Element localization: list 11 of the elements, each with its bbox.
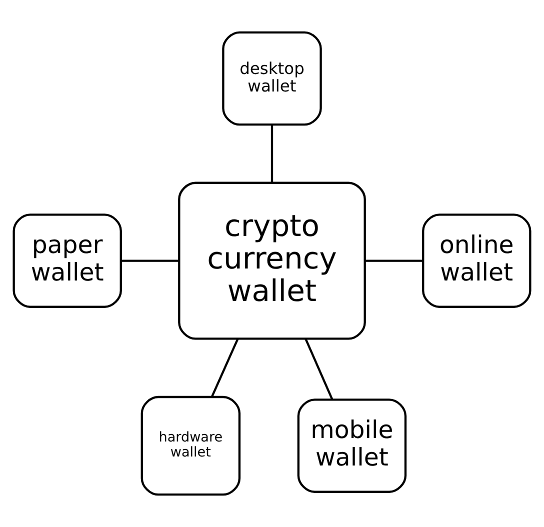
node-box: crypto currency wallet bbox=[178, 182, 366, 340]
connector bbox=[120, 260, 179, 262]
connector bbox=[270, 124, 274, 183]
node-box: mobile wallet bbox=[297, 398, 407, 493]
connector bbox=[210, 338, 239, 398]
node-box: paper wallet bbox=[12, 214, 122, 308]
node-box: desktop wallet bbox=[222, 31, 322, 126]
connector bbox=[365, 260, 424, 262]
node-box: online wallet bbox=[422, 214, 532, 308]
node-box: hardware wallet bbox=[140, 396, 241, 496]
connector bbox=[304, 338, 334, 400]
